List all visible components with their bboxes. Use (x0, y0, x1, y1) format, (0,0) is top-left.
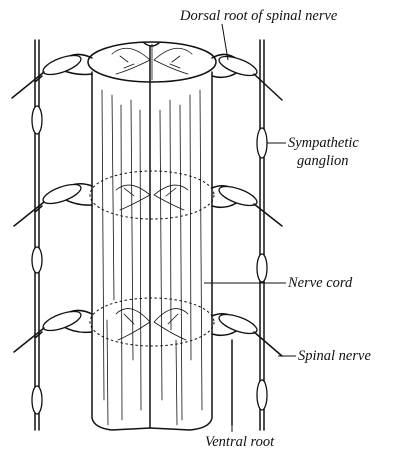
left-spinal-nerves (12, 52, 92, 352)
lower-cross-section (90, 298, 214, 346)
right-spinal-nerves (212, 53, 282, 356)
label-nerve-cord: Nerve cord (287, 275, 353, 291)
label-ventral-root: Ventral root (205, 434, 275, 450)
left-sympathetic-trunk (32, 40, 42, 430)
middle-cross-section (90, 171, 214, 219)
right-sympathetic-trunk (257, 40, 267, 430)
label-sympathetic: Sympathetic (288, 135, 359, 151)
top-cross-section (88, 42, 216, 82)
label-spinal-nerve: Spinal nerve (298, 348, 371, 364)
nerve-cord (92, 46, 212, 430)
label-dorsal-root: Dorsal root of spinal nerve (179, 8, 338, 24)
label-ganglion: ganglion (297, 153, 349, 169)
